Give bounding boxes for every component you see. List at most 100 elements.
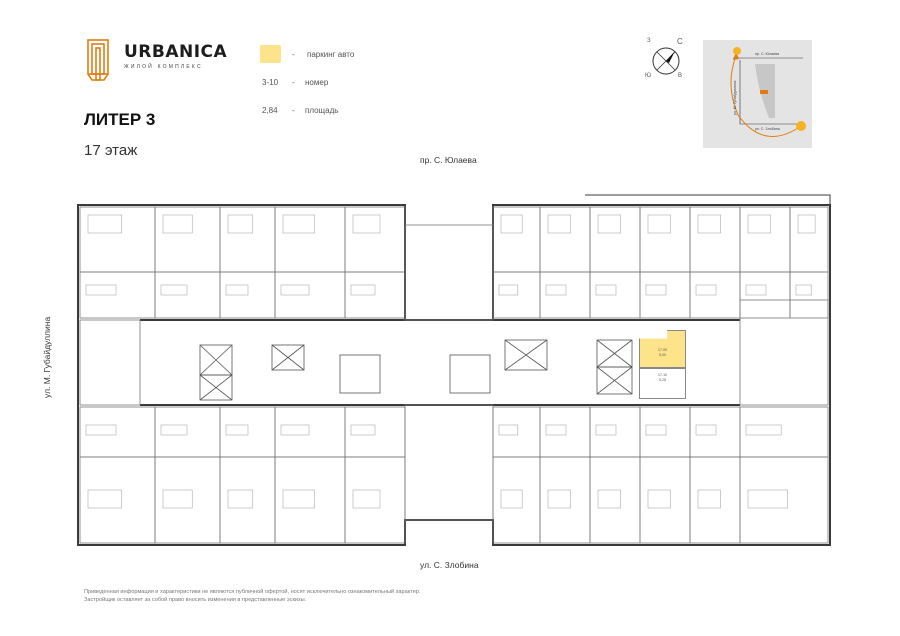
bed-icon [500,214,523,234]
legend-dash: - [292,50,295,59]
bathroom [789,271,829,319]
brand-name: URBANICA [124,42,228,62]
bathtub-icon [695,284,717,296]
room [739,299,829,406]
bed-icon [162,214,193,234]
legend-number-key: 3-10 [262,78,279,87]
bathtub-icon [350,424,376,436]
bed-icon [547,489,571,509]
bathtub-icon [498,284,519,296]
room [154,456,221,544]
compass-west: З [647,38,651,44]
bathroom [689,406,741,458]
disclaimer: Приведенная информация и характеристики … [84,588,421,604]
bathroom [154,406,221,458]
room [404,404,494,521]
room [79,206,156,273]
logo-icon [87,39,109,81]
parking-area: 5,28 [659,378,666,382]
room [539,206,591,273]
bathtub-icon [795,284,812,296]
room [79,456,156,544]
bathroom [79,406,156,458]
room [739,206,791,273]
page-title: ЛИТЕР 3 [84,110,156,129]
bathtub-icon [498,424,519,436]
bathtub-icon [645,424,667,436]
bed-icon [282,489,315,509]
room [639,456,691,544]
bed-icon [162,489,193,509]
bathtub-icon [745,284,767,296]
parking-number: 17-10 [658,373,667,377]
bathtub-icon [645,284,667,296]
legend-area-key: 2,84 [262,106,278,115]
bed-icon [597,214,621,234]
location-minimap: пр. С. Юлаева ул. М. Губайдуллина ул. С.… [703,40,812,148]
bed-icon [697,489,721,509]
room [639,206,691,273]
parking-area: 5,00 [659,353,666,357]
legend-area-label: площадь [305,106,339,115]
bed-icon [597,489,621,509]
parking-number: 17-09 [658,348,667,352]
room [589,206,641,273]
room [404,224,494,321]
bathroom [739,406,829,458]
bathtub-icon [225,424,249,436]
bathroom [639,406,691,458]
bed-icon [697,214,721,234]
parking-space-17-10[interactable]: 17-10 5,28 [639,367,686,399]
street-top: пр. С. Юлаева [420,155,477,165]
bathroom [539,406,591,458]
street-bottom: ул. С. Злобина [420,560,479,570]
legend-dash: - [292,78,295,87]
bathroom [589,406,641,458]
bathtub-icon [745,424,782,436]
brand-subtitle: ЖИЛОЙ КОМПЛЕКС [124,64,203,70]
room [274,456,346,544]
sun-icon [796,121,806,131]
bathtub-icon [595,284,617,296]
bathroom [219,406,276,458]
room [689,206,741,273]
bed-icon [227,214,254,234]
legend-parking-label: паркинг авто [307,50,355,59]
bathtub-icon [225,284,249,296]
bathtub-icon [545,424,567,436]
bed-icon [87,214,123,234]
room [689,456,741,544]
room [492,206,541,273]
bathtub-icon [595,424,617,436]
room [589,456,641,544]
disclaimer-line-2: Застройщик оставляет за собой право внос… [84,597,307,603]
room [274,206,346,273]
bed-icon [647,214,671,234]
minimap-current-section [760,90,768,94]
bed-icon [647,489,671,509]
bed-icon [227,489,254,509]
compass-icon [652,47,680,75]
bathtub-icon [280,424,310,436]
legend-number-label: номер [305,78,329,87]
logo [86,38,116,82]
bathtub-icon [695,424,717,436]
room [344,206,406,273]
room [79,319,141,406]
bathtub-icon [280,284,310,296]
room [789,206,829,273]
room [154,206,221,273]
legend-dash: - [292,106,295,115]
bathtub-icon [85,424,117,436]
bathtub-icon [350,284,376,296]
bed-icon [797,214,816,234]
bed-icon [500,489,523,509]
floor-label: 17 этаж [84,142,138,159]
bed-icon [282,214,315,234]
disclaimer-line-1: Приведенная информация и характеристики … [84,589,421,595]
bed-icon [747,214,771,234]
compass-north: С [677,37,683,46]
bed-icon [747,489,788,509]
bathtub-icon [160,424,188,436]
